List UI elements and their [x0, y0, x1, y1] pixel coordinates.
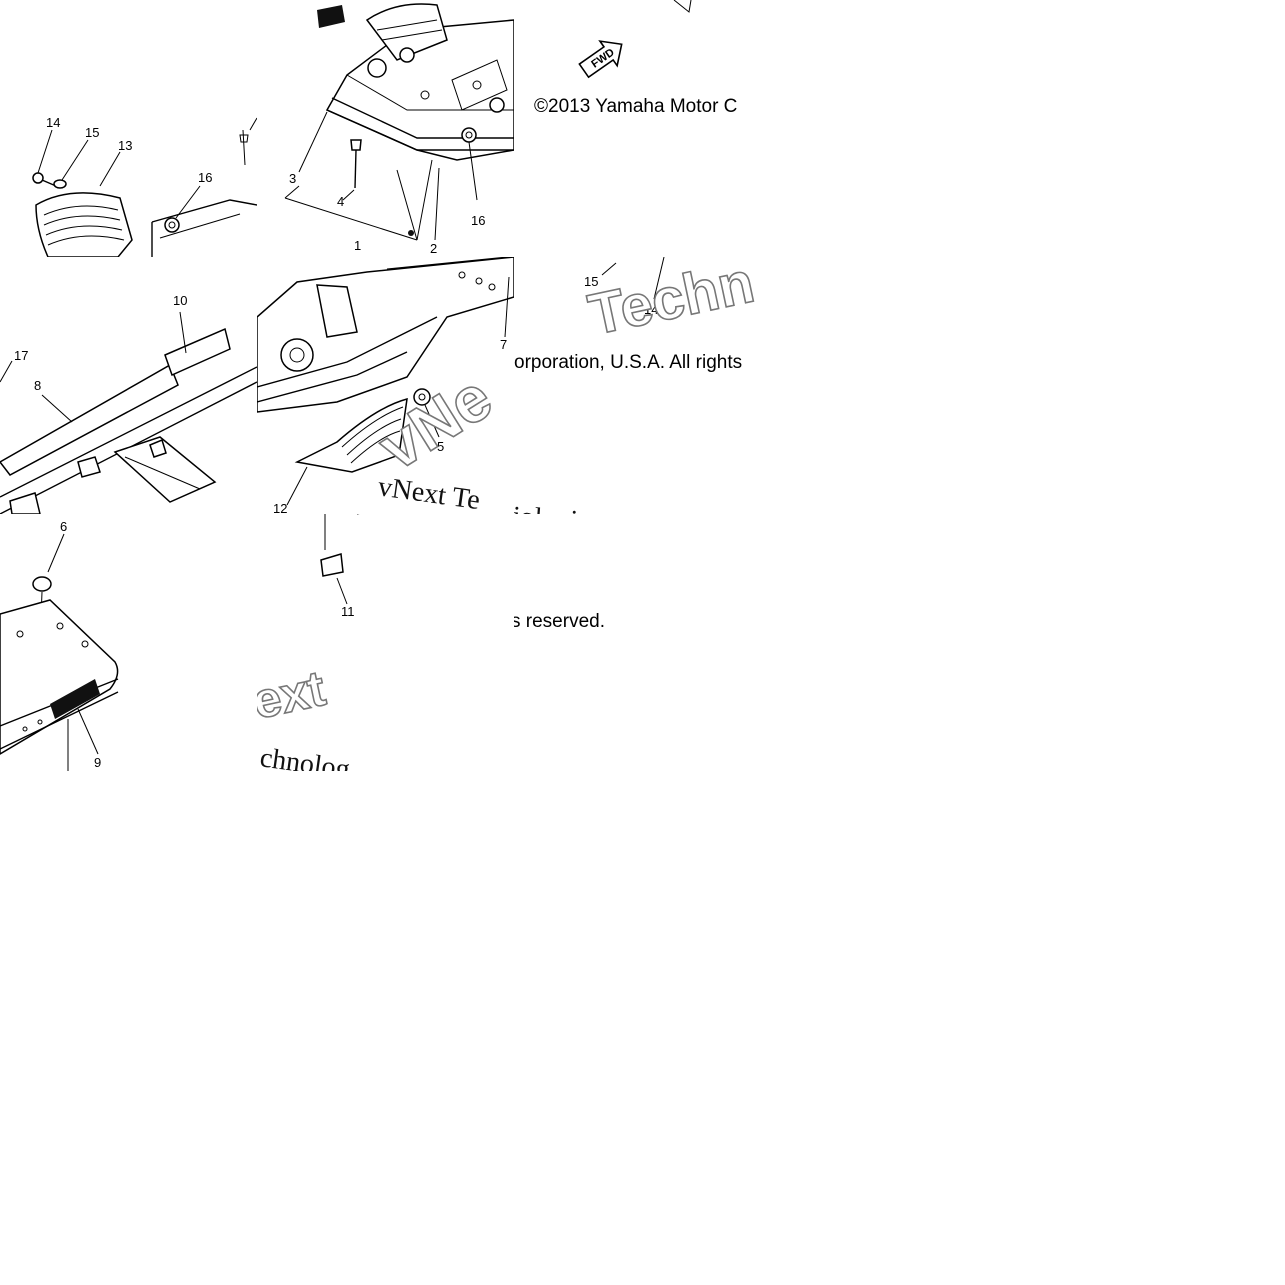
callout-13: 13	[118, 138, 132, 153]
callout-8: 8	[34, 378, 41, 393]
diagram-tile-rail-badge: 6 9	[0, 514, 257, 771]
watermark-fragment-c: olog	[507, 490, 514, 514]
bolt-part-icon	[350, 139, 362, 189]
rear-guard-part	[294, 397, 408, 473]
decal-part-icon	[320, 553, 344, 577]
side-decal-part	[0, 327, 231, 476]
bolt-part-icon	[32, 172, 57, 187]
callout-12: 12	[273, 501, 287, 514]
cowl-panel-part	[35, 192, 133, 257]
grommet-part-icon	[32, 576, 52, 592]
callout-6: 6	[60, 519, 67, 534]
washer-part-icon	[53, 179, 67, 189]
copyright-text-line-3: s reserved.	[514, 611, 605, 632]
diagram-tile-copyright-middle: 15 14 Techn iologi orporation, U.S.A. Al…	[514, 257, 771, 514]
chassis-frame-part	[0, 366, 257, 514]
callout-16b: 16	[471, 213, 485, 228]
callout-17: 17	[14, 348, 28, 363]
watermark-fragment-f: ext	[257, 660, 330, 730]
diagram-tile-cowl-fasteners: 14 15 13 16	[0, 0, 257, 257]
watermark-fragment-e: iologi	[514, 501, 579, 514]
callout-14b: 14	[644, 302, 658, 317]
nut-part-icon	[164, 217, 180, 233]
callout-3: 3	[289, 171, 296, 186]
callout-1: 1	[354, 238, 361, 253]
copyright-text-line-2: orporation, U.S.A. All rights	[514, 352, 743, 373]
diagram-tile-side-rail: 10 8 17	[0, 257, 257, 514]
callout-14: 14	[46, 115, 60, 130]
diagram-tile-rear-frame: 12 5 7 vNe vNext Te olog	[257, 257, 514, 514]
callout-15b: 15	[584, 274, 598, 289]
diagram-tile-copyright-top: FWD ©2013 Yamaha Motor C	[514, 0, 771, 257]
rear-bumper-part	[0, 599, 119, 755]
callout-16: 16	[198, 170, 212, 185]
callout-15: 15	[85, 125, 99, 140]
callout-11: 11	[341, 604, 355, 619]
frame-assembly-part	[317, 3, 514, 161]
watermark-fragment-d: vNext Te	[376, 471, 482, 514]
callout-7: 7	[500, 337, 507, 352]
nut-part-icon	[413, 388, 431, 406]
diagram-tile-copyright-bottom: s reserved.	[514, 514, 771, 771]
callout-2: 2	[430, 241, 437, 256]
watermark-fragment-a: Techn	[583, 257, 759, 348]
diagram-tile-decal: 11 ext chnolog	[257, 514, 514, 771]
nut-part-icon	[461, 127, 477, 143]
callout-9: 9	[94, 755, 101, 770]
callout-4: 4	[337, 194, 344, 209]
diagram-tile-front-frame: 4 3 1 2 16	[257, 0, 514, 257]
watermark-fragment-g: chnolog	[258, 742, 352, 771]
copyright-text-line-1: ©2013 Yamaha Motor C	[534, 96, 738, 117]
callout-5: 5	[437, 439, 444, 454]
callout-10: 10	[173, 293, 187, 308]
rear-frame-part	[257, 257, 514, 413]
fwd-arrow-icon: FWD	[578, 40, 623, 79]
